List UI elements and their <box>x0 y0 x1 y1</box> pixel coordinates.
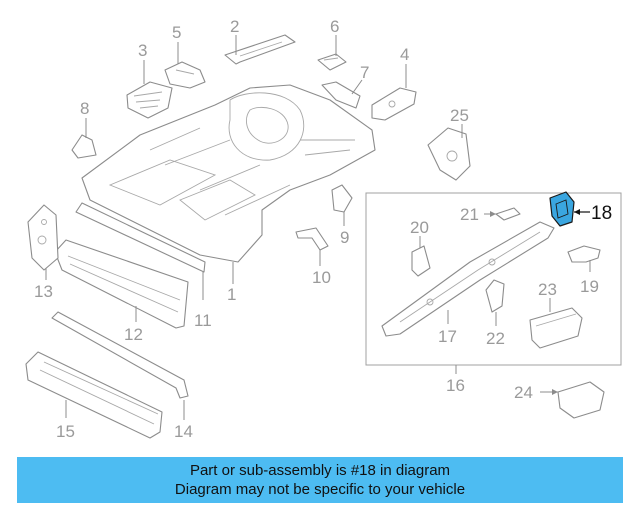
part-23 <box>529 307 583 349</box>
callout-16: 16 <box>446 376 465 395</box>
part-1-floor-pan <box>81 84 376 263</box>
callout-7: 7 <box>360 63 369 82</box>
callout-6: 6 <box>330 17 339 36</box>
callout-18: 18 <box>591 203 612 224</box>
part-9 <box>331 184 353 213</box>
part-13-bracket <box>27 204 59 271</box>
part-7 <box>321 81 361 109</box>
callout-13: 13 <box>34 282 53 301</box>
part-22 <box>485 279 505 313</box>
callout-8: 8 <box>80 99 89 118</box>
callout-10: 10 <box>312 268 331 287</box>
callout-15: 15 <box>56 422 75 441</box>
callout-24: 24 <box>514 383 533 402</box>
part-6 <box>317 53 347 71</box>
callout-12: 12 <box>124 325 143 344</box>
banner-line-2: Diagram may not be specific to your vehi… <box>174 481 466 498</box>
callout-21: 21 <box>460 205 479 224</box>
part-25 <box>427 127 471 181</box>
part-2 <box>224 34 296 65</box>
callout-1: 1 <box>227 285 236 304</box>
part-8 <box>71 134 97 159</box>
part-14-rod <box>51 311 189 399</box>
callout-5: 5 <box>172 23 181 42</box>
callout-4: 4 <box>400 45 409 64</box>
part-10 <box>295 227 329 251</box>
banner-line-1: Part or sub-assembly is #18 in diagram <box>189 462 451 479</box>
callout-9: 9 <box>340 228 349 247</box>
part-24 <box>557 381 605 419</box>
callout-20: 20 <box>410 218 429 237</box>
callout-23: 23 <box>538 280 557 299</box>
part-4 <box>371 87 417 121</box>
callout-22: 22 <box>486 329 505 348</box>
parts-diagram: 1 2 3 5 6 7 4 8 <box>25 17 622 441</box>
callout-14: 14 <box>174 422 193 441</box>
callout-17: 17 <box>438 327 457 346</box>
leader-7 <box>351 79 363 95</box>
part-11-crossmember <box>75 202 206 273</box>
part-20 <box>411 245 431 277</box>
part-15-crossmember <box>25 351 163 439</box>
part-21 <box>495 207 521 221</box>
part-5 <box>164 61 206 89</box>
callout-11: 11 <box>194 311 212 330</box>
leader-18-arrow <box>574 209 580 215</box>
callout-19: 19 <box>580 277 599 296</box>
callout-2: 2 <box>230 17 239 36</box>
callout-25: 25 <box>450 106 469 125</box>
leader-24-arrow <box>552 389 558 395</box>
part-18-highlighted-bracket <box>549 191 575 227</box>
callout-3: 3 <box>138 41 147 60</box>
part-3 <box>126 81 173 119</box>
leader-21-arrow <box>490 211 496 217</box>
part-19 <box>567 245 601 263</box>
group-16-box <box>365 192 622 366</box>
info-banner: Part or sub-assembly is #18 in diagram D… <box>17 457 623 503</box>
part-17-side-rail <box>381 221 555 337</box>
part-12-crossmember <box>54 239 189 329</box>
